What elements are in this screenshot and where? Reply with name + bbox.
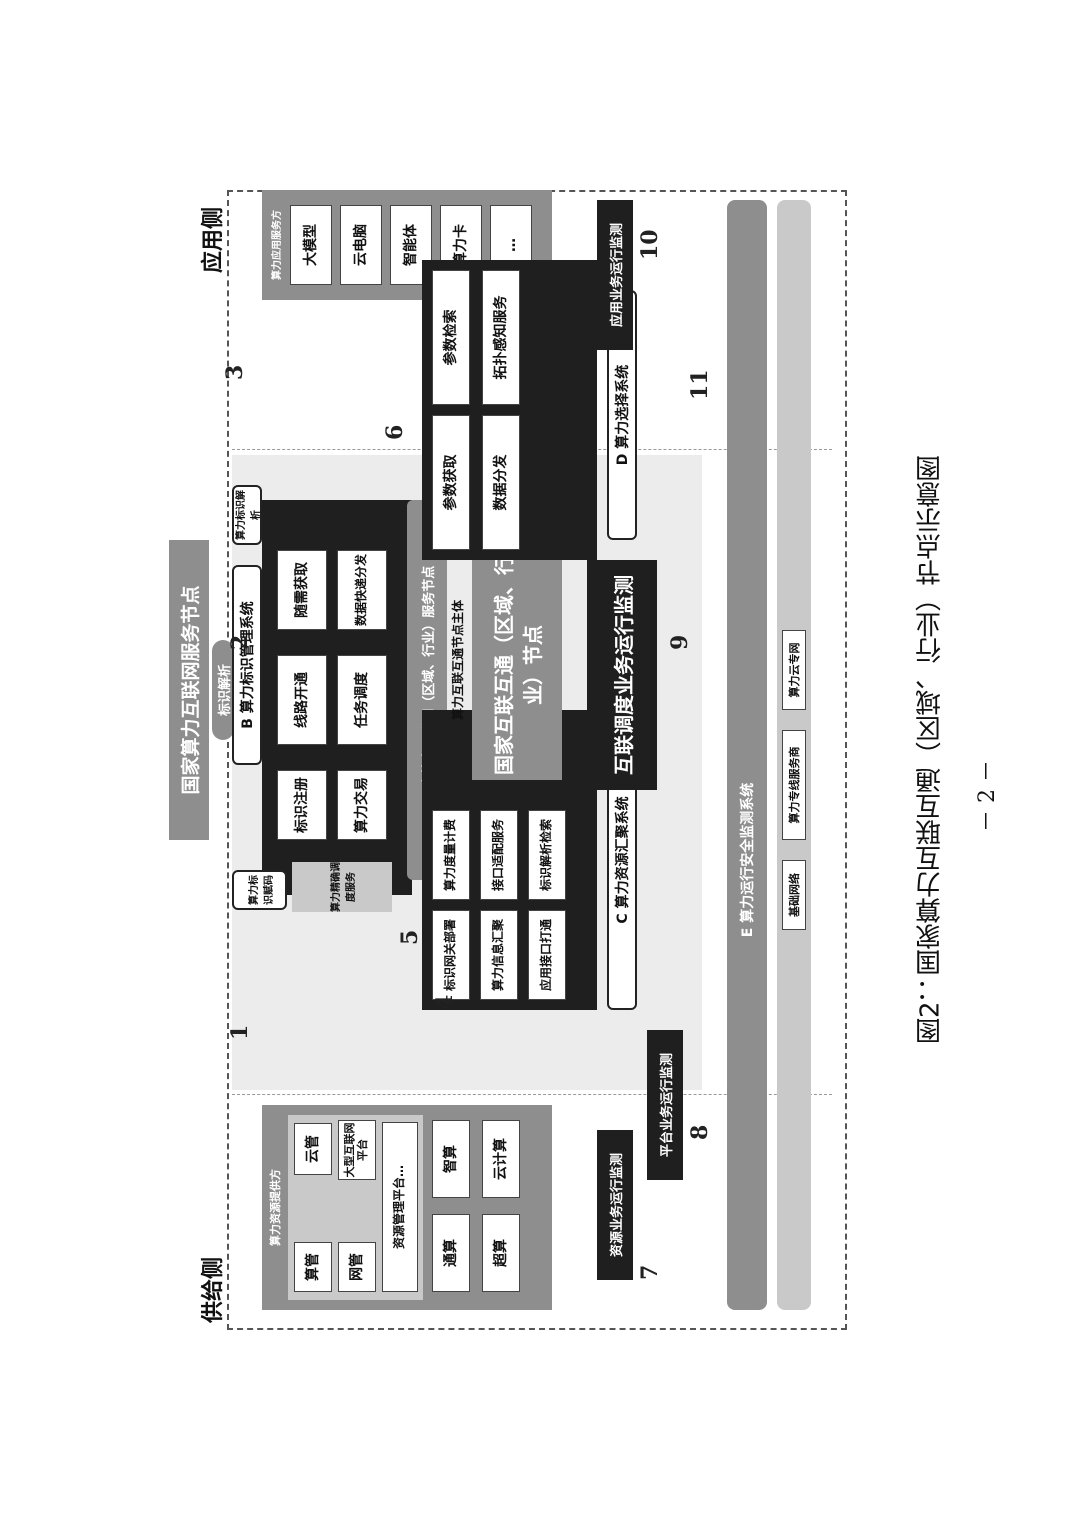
monitor-10: 应用业务运行监测 bbox=[597, 200, 633, 350]
node-C-cell: 算力信息汇聚 bbox=[480, 910, 518, 1000]
node-B-title: B 算力标识管理系统 bbox=[232, 565, 262, 765]
marker-3: 3 bbox=[222, 364, 248, 380]
supply-panel: 算力资源提供方 算管 网管 云管 大型互联网平台 资源管理平台… 通算 超算 智… bbox=[262, 1105, 552, 1310]
node-A-cell: 线路开通 bbox=[277, 655, 327, 745]
app-cell: 大模型 bbox=[290, 205, 332, 285]
node-A-cell: 算力交易 bbox=[337, 770, 387, 840]
node-D-cell: 数据分发 bbox=[482, 415, 520, 550]
supply-panel-title: 算力资源提供方 bbox=[269, 1169, 282, 1246]
system-E-sub-bar: 基础网络 算力专线服务商 算力云专网 bbox=[777, 200, 811, 1310]
node-A: 标识注册 算力交易 线路开通 任务调度 随需获取 数据快递分发 bbox=[262, 500, 412, 895]
node-C-cell: 标识解析检索 bbox=[528, 810, 566, 900]
center-sub: 算力互联互通节点主体 bbox=[450, 600, 465, 721]
node-A-cell: 任务调度 bbox=[337, 655, 387, 745]
node-D-cell: 参数检索 bbox=[432, 270, 470, 405]
system-E-chip: 算力云专网 bbox=[782, 630, 806, 710]
top-subtitle: 标识解析 bbox=[212, 640, 234, 740]
supply-side-label: 供给侧 bbox=[201, 1257, 226, 1324]
system-E-title: E 算力运行安全监测系统 bbox=[740, 782, 756, 938]
node-A-cell: 数据快递分发 bbox=[337, 550, 387, 630]
monitor-7: 资源业务运行监测 bbox=[597, 1130, 633, 1280]
node-A-cell: 随需获取 bbox=[277, 550, 327, 630]
supply-cell: 大型互联网平台 bbox=[338, 1120, 376, 1180]
app-cell: 云电脑 bbox=[340, 205, 382, 285]
node-C-cell: 标识网关部署 bbox=[432, 910, 470, 1000]
page-number: － 2 － bbox=[975, 760, 1000, 832]
marker-2: 2 bbox=[227, 634, 253, 650]
supply-cell: 智算 bbox=[432, 1120, 470, 1198]
system-E-bar: E 算力运行安全监测系统 bbox=[727, 200, 767, 1310]
marker-7: 7 bbox=[637, 1264, 663, 1280]
supply-cell: 通算 bbox=[432, 1214, 470, 1292]
node-D-cell: 参数获取 bbox=[432, 415, 470, 550]
marker-9: 9 bbox=[667, 634, 693, 650]
marker-1: 1 bbox=[227, 1024, 253, 1040]
supply-cell: 超算 bbox=[482, 1214, 520, 1292]
top-title: 国家算力互联网服务节点 bbox=[169, 540, 209, 840]
marker-11: 11 bbox=[687, 369, 713, 400]
app-side-label: 应用侧 bbox=[201, 207, 226, 274]
center-monitor: 互联调度业务运行监测 bbox=[587, 560, 657, 790]
marker-8: 8 bbox=[687, 1124, 713, 1140]
node-A-side-note: 算力精确调度服务 bbox=[292, 862, 392, 912]
supply-cell: 网管 bbox=[338, 1242, 376, 1292]
system-E-chip: 基础网络 bbox=[782, 860, 806, 930]
node-D: 参数获取 参数检索 数据分发 拓扑感知服务 bbox=[422, 260, 597, 560]
app-panel-title: 算力应用服务方 bbox=[271, 210, 283, 280]
node-A-cell: 标识注册 bbox=[277, 770, 327, 840]
center-title: 国家互联互通（区域、行业）节点 bbox=[472, 550, 562, 780]
node-C-cell: 算力度量计费 bbox=[432, 810, 470, 900]
node-A-right-tag: 算力标识解析 bbox=[232, 485, 262, 545]
marker-4: 4 bbox=[432, 994, 458, 1010]
monitor-8: 平台业务运行监测 bbox=[647, 1030, 683, 1180]
rotated-diagram: 供给侧 应用侧 国家算力互联网服务节点 标识解析 算力资源提供方 算管 网管 云… bbox=[167, 180, 907, 1340]
node-C-cell: 接口适配服务 bbox=[480, 810, 518, 900]
node-A-left-tag: 算力标识赋码 bbox=[232, 870, 287, 910]
supply-cell: 云计算 bbox=[482, 1120, 520, 1198]
marker-5: 5 bbox=[397, 929, 423, 945]
figure-caption: 图2：国家算力互联互通（区域、行业）节点示意图 bbox=[915, 455, 946, 1045]
node-D-cell: 拓扑感知服务 bbox=[482, 270, 520, 405]
marker-6: 6 bbox=[382, 424, 408, 440]
supply-cell: 资源管理平台… bbox=[382, 1122, 418, 1292]
supply-cell: 算管 bbox=[294, 1242, 332, 1292]
node-C-cell: 应用接口打通 bbox=[528, 910, 566, 1000]
system-E-chip: 算力专线服务商 bbox=[782, 730, 806, 840]
supply-cell: 云管 bbox=[294, 1123, 332, 1175]
marker-10: 10 bbox=[637, 229, 663, 260]
